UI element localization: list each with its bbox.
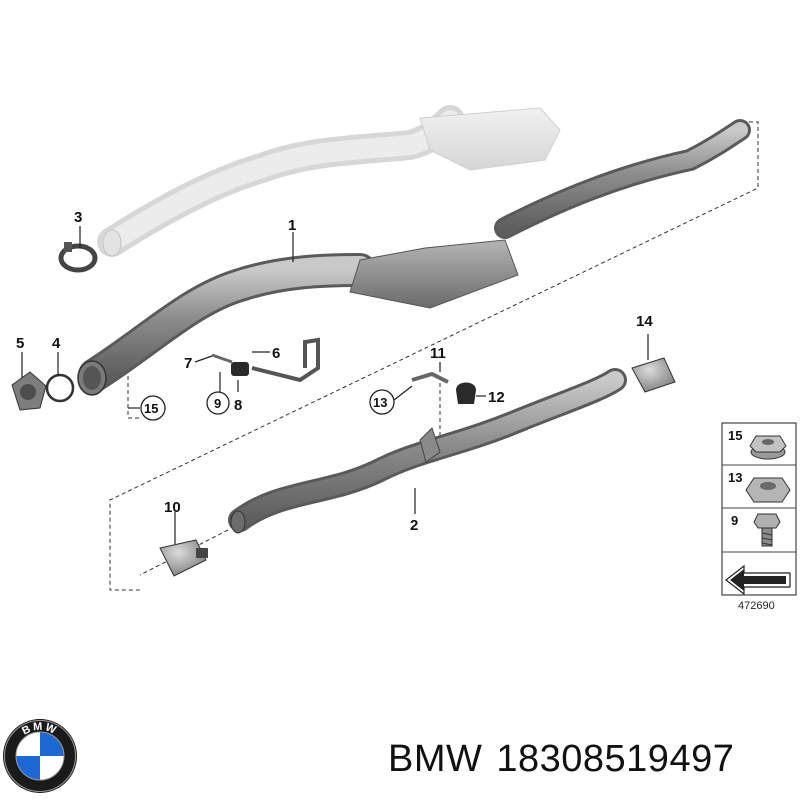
gasket-4 xyxy=(45,373,75,403)
part-caption: BMW 18308519497 xyxy=(388,738,794,784)
flange-nut-icon xyxy=(749,435,787,460)
callout-7: 7 xyxy=(184,355,192,372)
callout-9-circled: 9 xyxy=(206,391,230,415)
svg-text:13: 13 xyxy=(373,395,387,410)
callout-1: 1 xyxy=(288,217,296,234)
fastener-legend: 15 13 9 xyxy=(721,422,797,596)
callout-10: 10 xyxy=(164,499,181,516)
callout-13-circled: 13 xyxy=(369,389,395,415)
callout-11: 11 xyxy=(430,345,446,362)
callout-3: 3 xyxy=(74,209,82,226)
legend-row-9: 9 xyxy=(731,513,781,547)
legend-row-15: 15 xyxy=(728,428,787,460)
clamp-10 xyxy=(159,539,208,577)
callout-6: 6 xyxy=(272,345,280,362)
direction-arrow-icon xyxy=(725,564,791,596)
leader-lines xyxy=(21,226,649,544)
ghost-front-pipe xyxy=(97,105,561,257)
rubber-mount-8 xyxy=(211,353,249,376)
caption-part-number: 18308519497 xyxy=(496,738,735,780)
hanger-11 xyxy=(411,371,449,384)
rear-pipe xyxy=(228,368,627,534)
callout-2: 2 xyxy=(410,517,418,534)
clamp-3 xyxy=(58,242,98,273)
flange-5 xyxy=(11,371,47,411)
front-pipe-catalytic-converter xyxy=(77,119,751,396)
callout-4: 4 xyxy=(52,335,61,352)
bmw-logo: BMW xyxy=(3,719,77,793)
reference-number: 472690 xyxy=(738,600,775,612)
svg-text:9: 9 xyxy=(214,396,221,411)
caption-brand: BMW xyxy=(388,738,483,780)
svg-text:BMW: BMW xyxy=(20,721,59,738)
legend-row-13: 13 xyxy=(728,470,791,503)
callout-14: 14 xyxy=(636,313,653,330)
hex-bolt-icon xyxy=(753,513,781,547)
svg-text:9: 9 xyxy=(731,513,738,528)
svg-text:15: 15 xyxy=(728,428,742,443)
callout-15-circled: 15 xyxy=(140,395,166,421)
hex-nut-icon xyxy=(745,477,791,503)
clamp-14 xyxy=(631,357,676,393)
callout-8: 8 xyxy=(234,397,242,414)
rubber-mount-12 xyxy=(456,382,476,404)
callout-5: 5 xyxy=(16,335,24,352)
callout-12: 12 xyxy=(488,389,505,406)
svg-text:15: 15 xyxy=(144,401,158,416)
bracket-6 xyxy=(251,337,320,383)
svg-text:13: 13 xyxy=(728,470,742,485)
